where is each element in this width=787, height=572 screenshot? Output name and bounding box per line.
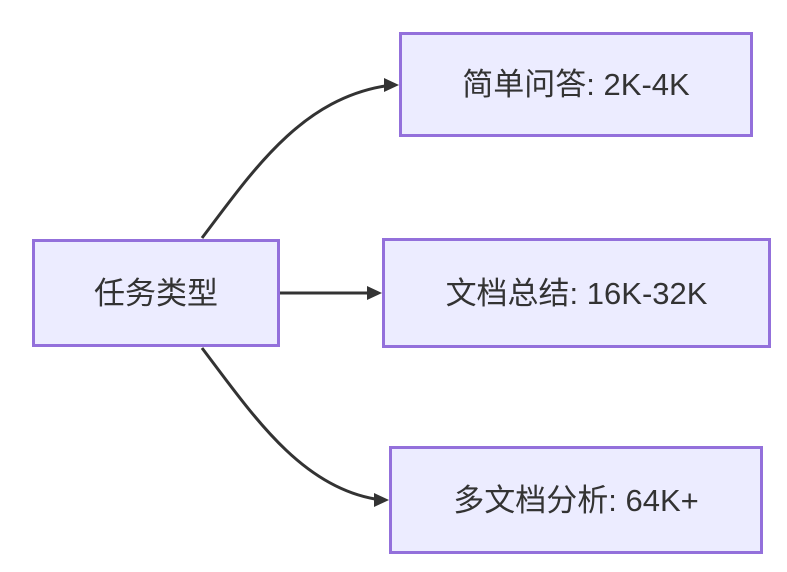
node-multi-doc: 多文档分析: 64K+ xyxy=(389,446,763,554)
node-simple-qa-label: 简单问答: 2K-4K xyxy=(462,67,690,102)
edge-to-simple-qa xyxy=(200,84,386,239)
node-simple-qa: 简单问答: 2K-4K xyxy=(399,32,753,137)
node-task-type-label: 任务类型 xyxy=(94,275,218,311)
edge-to-multi-doc xyxy=(200,347,376,501)
arrowhead-multi-doc xyxy=(374,493,389,507)
node-doc-summary: 文档总结: 16K-32K xyxy=(382,238,771,348)
node-task-type: 任务类型 xyxy=(32,239,280,347)
node-doc-summary-label: 文档总结: 16K-32K xyxy=(445,275,708,311)
node-multi-doc-label: 多文档分析: 64K+ xyxy=(453,482,699,518)
arrowhead-simple-qa xyxy=(384,78,399,92)
arrowhead-doc-summary xyxy=(367,286,382,300)
